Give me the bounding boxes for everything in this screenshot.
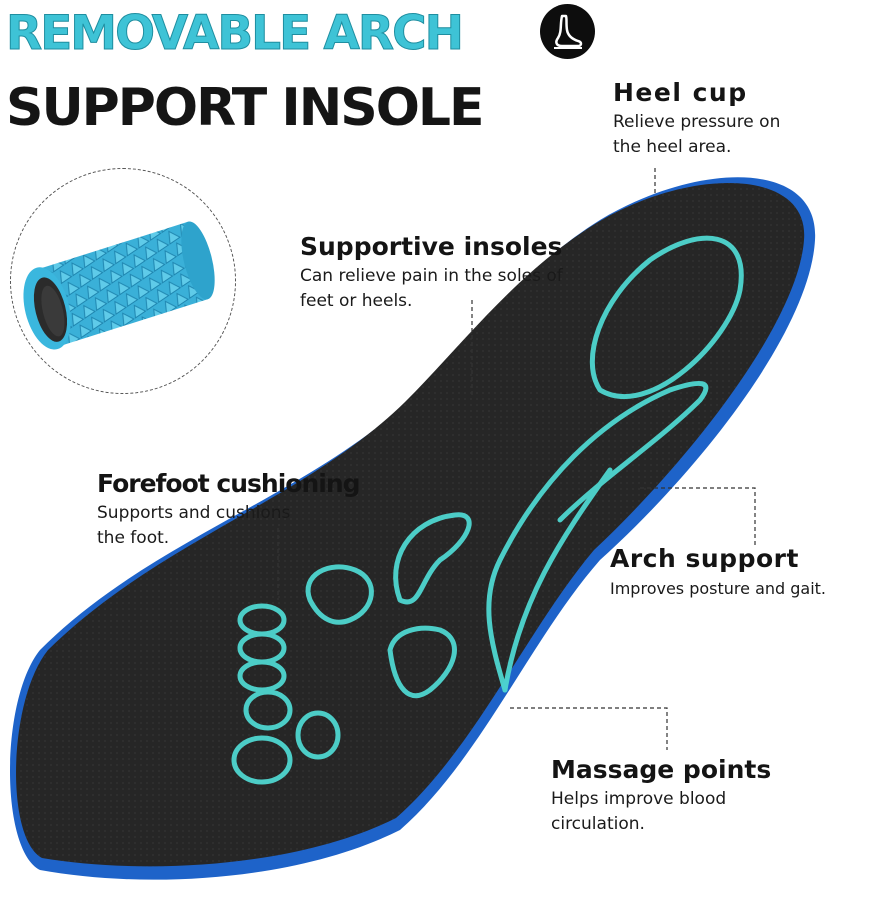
callout-heel-cup: Heel cup Relieve pressure on the heel ar…: [613, 78, 863, 160]
callout-arch-support-title: Arch support: [610, 544, 799, 573]
callout-supportive-insoles: Supportive insoles Can relieve pain in t…: [300, 232, 600, 314]
callout-forefoot-cushioning: Forefoot cushioning Supports and cushion…: [97, 469, 397, 551]
callout-forefoot-text: Supports and cushions the foot.: [97, 503, 291, 548]
callout-forefoot-title: Forefoot cushioning: [97, 469, 361, 498]
foot-arch-icon: [540, 4, 595, 59]
arch-support-contour: [486, 380, 709, 693]
callout-arch-support: Arch support Improves posture and gait.: [610, 544, 868, 601]
foam-material-closeup: [10, 168, 236, 394]
product-title-line-2: SUPPORT INSOLE: [6, 78, 485, 138]
callout-massage-title: Massage points: [551, 755, 772, 784]
insole-top-surface: [16, 183, 805, 867]
callout-massage-text: Helps improve blood circulation.: [551, 789, 727, 834]
callout-supportive-insoles-text: Can relieve pain in the soles of feet or…: [300, 266, 563, 311]
heel-cup-contour: [589, 235, 744, 399]
product-title-line-1: REMOVABLE ARCH: [6, 6, 465, 62]
callout-massage-points: Massage points Helps improve blood circu…: [551, 755, 811, 837]
callout-heel-cup-title: Heel cup: [613, 78, 748, 107]
callout-heel-cup-text: Relieve pressure on the heel area.: [613, 112, 781, 157]
callout-arch-support-text: Improves posture and gait.: [610, 579, 827, 598]
callout-supportive-insoles-title: Supportive insoles: [300, 232, 563, 261]
